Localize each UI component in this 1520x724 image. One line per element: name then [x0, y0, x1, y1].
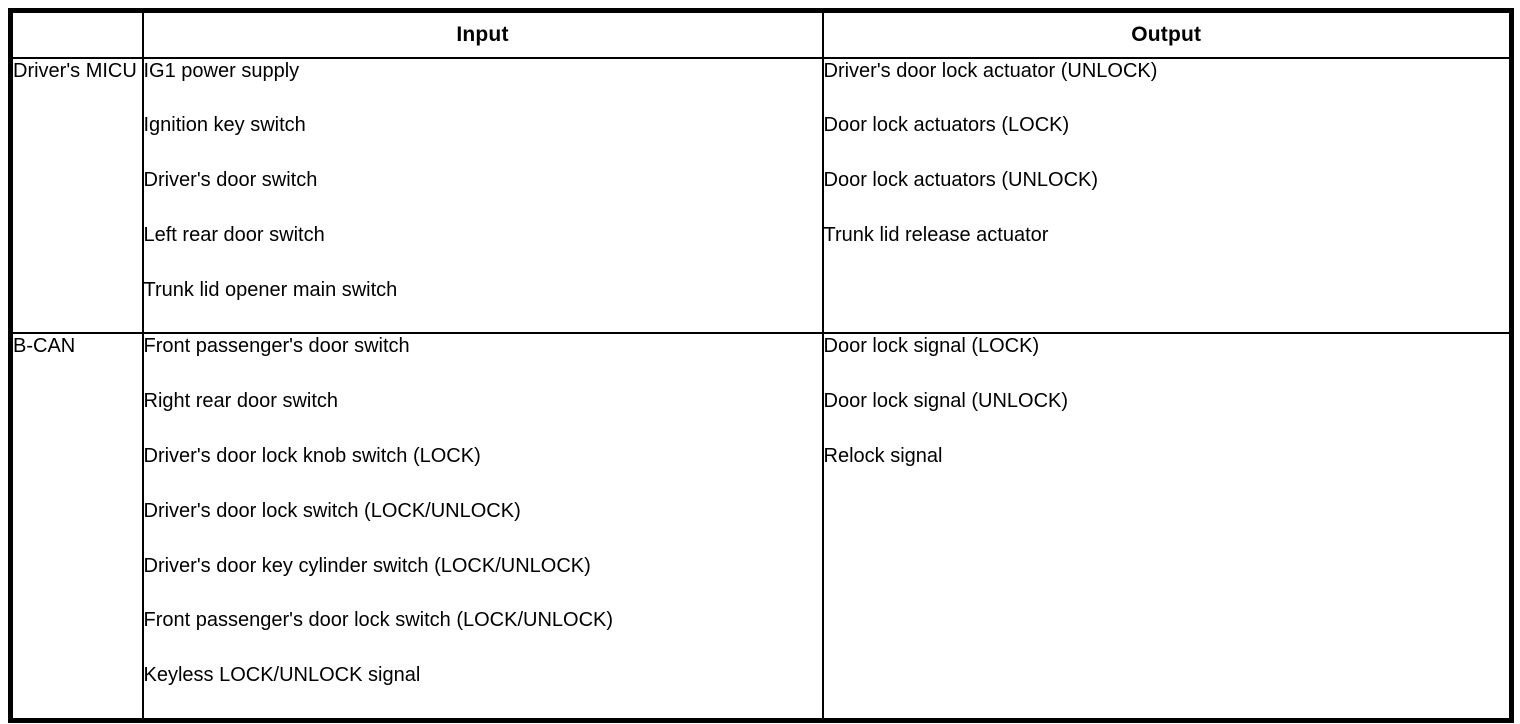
list-item: Front passenger's door switch [143, 335, 410, 358]
output-list: Driver's door lock actuator (UNLOCK) Door… [824, 59, 1510, 278]
list-item: Driver's door lock actuator (UNLOCK) [823, 59, 1158, 82]
header-input: Input [141, 9, 824, 59]
list-item: Trunk lid opener main switch [143, 278, 398, 301]
io-signal-table: Input Output Driver's MICU IG1 power sup… [8, 8, 1514, 724]
list-item: Keyless LOCK/UNLOCK signal [143, 664, 421, 687]
list-item: Right rear door switch [143, 390, 339, 413]
source-label-drivers-micu: Driver's MICU [9, 56, 144, 335]
list-item: Driver's door lock switch (LOCK/UNLOCK) [143, 499, 521, 522]
list-item: Door lock signal (UNLOCK) [823, 390, 1069, 413]
output-list: Door lock signal (LOCK) Door lock signal … [824, 334, 1510, 498]
list-item: Left rear door switch [143, 223, 325, 246]
list-item: Driver's door switch [143, 169, 318, 192]
outputs-cell-drivers-micu: Driver's door lock actuator (UNLOCK) Door… [821, 56, 1513, 335]
list-item: Driver's door key cylinder switch (LOCK/… [143, 554, 591, 577]
list-item: Driver's door lock knob switch (LOCK) [143, 445, 481, 468]
list-item: Relock signal [823, 445, 943, 468]
header-output: Output [821, 9, 1513, 59]
header-row: Input Output [9, 9, 1513, 59]
list-item: IG1 power supply [143, 59, 300, 82]
list-item: Front passenger's door lock switch (LOCK… [143, 609, 614, 632]
source-label-b-can: B-CAN [9, 332, 144, 722]
list-item: Ignition key switch [143, 114, 306, 137]
header-corner-cell [9, 9, 144, 59]
list-item: Door lock actuators (LOCK) [823, 114, 1070, 137]
list-item: Door lock signal (LOCK) [823, 335, 1040, 358]
outputs-cell-b-can: Door lock signal (LOCK) Door lock signal … [821, 332, 1513, 722]
table-header: Input Output [9, 9, 1513, 59]
list-item: Door lock actuators (UNLOCK) [823, 169, 1099, 192]
list-item: Trunk lid release actuator [823, 223, 1049, 246]
